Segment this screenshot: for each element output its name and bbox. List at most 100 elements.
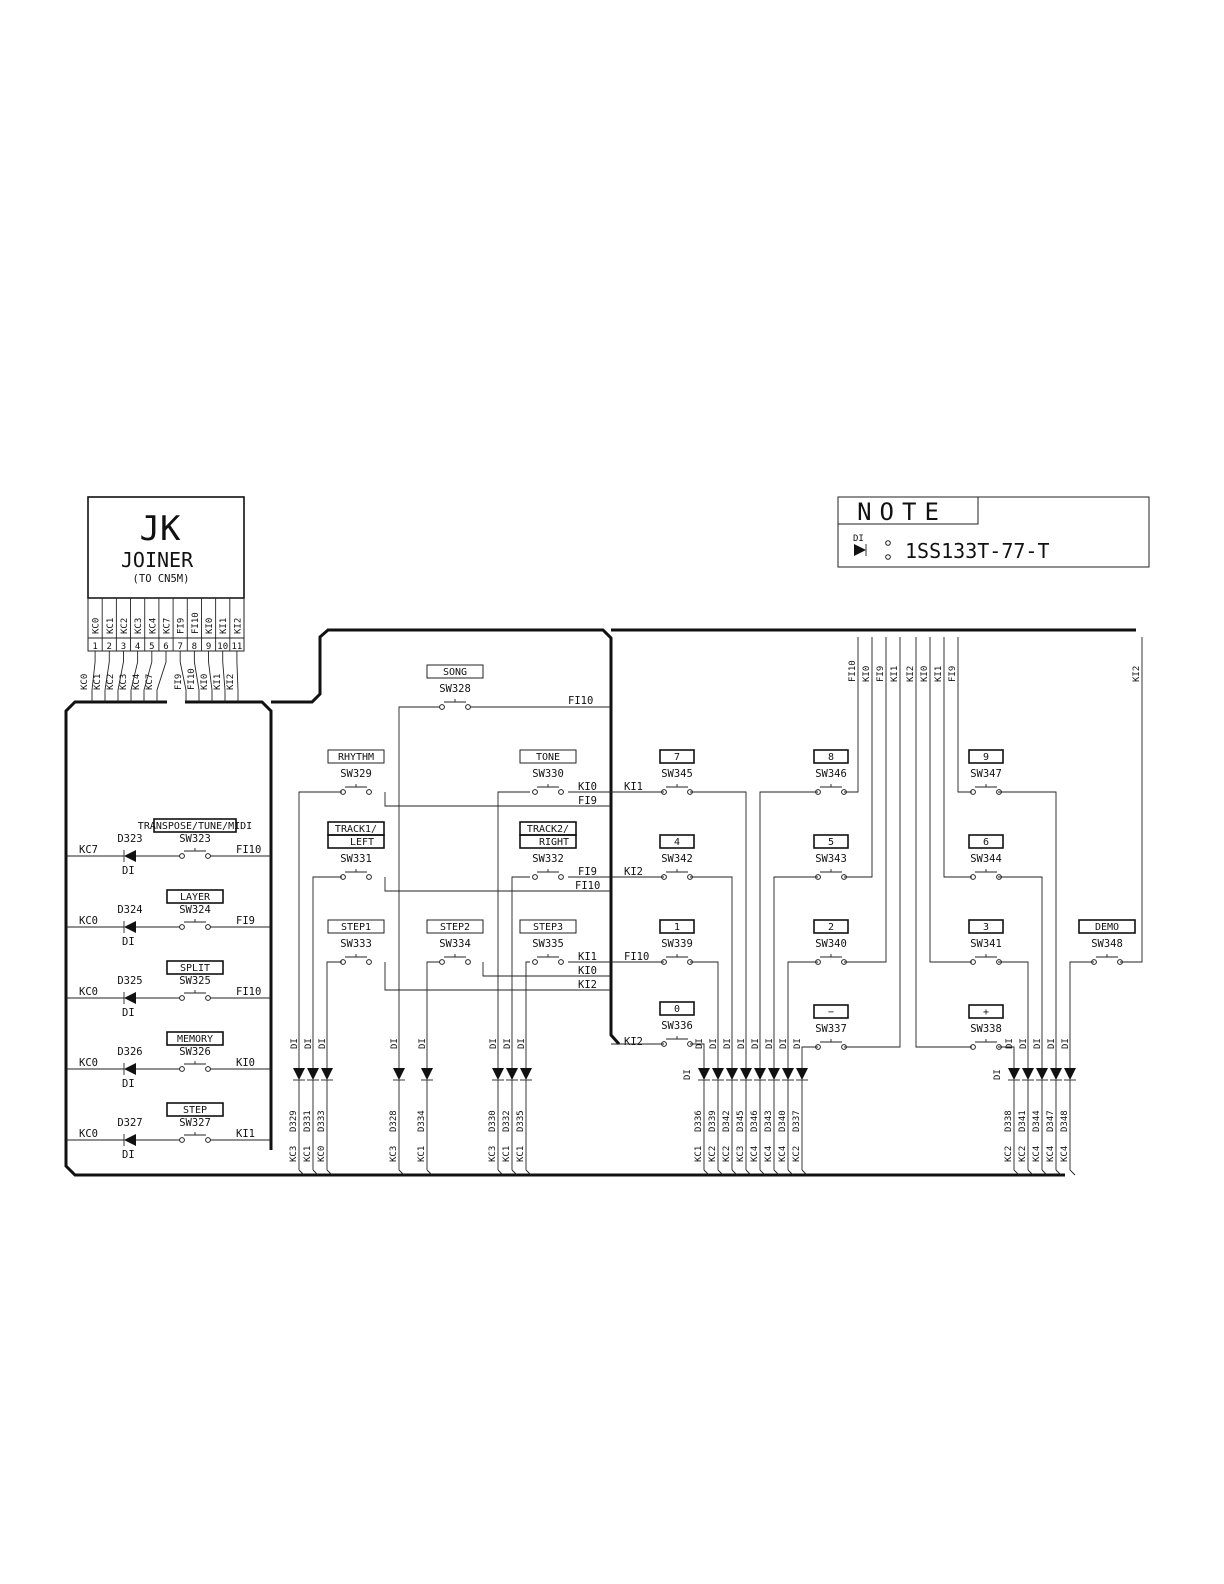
- diode-type-label: DI: [318, 1038, 328, 1049]
- bus-labels: FI10 KI0 FI9 KI1 FI9 FI10 KI2 KI1 KI0 KI…: [568, 660, 1142, 1048]
- right-signal: KI1: [236, 1128, 255, 1140]
- joiner-pin-wire: [179, 651, 187, 702]
- switch-ref: SW329: [340, 768, 372, 780]
- bus-track-fi10: FI10: [575, 880, 600, 892]
- diode-ref: D336: [694, 1110, 704, 1132]
- button-frame: [659, 834, 695, 849]
- button-frame: [166, 889, 224, 904]
- top-bus-label: KI2: [906, 666, 916, 682]
- button-frame: [153, 818, 237, 833]
- note-part-number: 1SS133T-77-T: [905, 539, 1050, 563]
- joiner-wire-label: KI2: [226, 674, 236, 690]
- diode-icon: [796, 1068, 808, 1080]
- switch-contact: [179, 853, 185, 859]
- diode-type-label: DI: [737, 1038, 747, 1049]
- left-signal: KC0: [79, 1057, 98, 1069]
- joiner-pin-wire: [130, 651, 139, 702]
- button-label: SONG: [443, 667, 467, 678]
- diode-icon: [754, 1068, 766, 1080]
- diode-signal: KC2: [792, 1146, 802, 1162]
- diode-signal: KC1: [303, 1146, 313, 1162]
- joiner-pin-number: 5: [149, 642, 154, 652]
- diode-type-label: DI: [390, 1038, 400, 1049]
- button-frame: [968, 749, 1004, 764]
- button-frame: [813, 1004, 849, 1019]
- diode-signal: KC0: [317, 1146, 327, 1162]
- diode-icon: [698, 1068, 710, 1080]
- diode-signal: KC1: [694, 1146, 704, 1162]
- switch-ref: SW345: [661, 768, 693, 780]
- middle-board-outline: [271, 628, 621, 1045]
- diode-ref: D328: [389, 1110, 399, 1132]
- button-label: STEP1: [341, 922, 371, 933]
- switch-contact: [532, 874, 538, 880]
- diode-signal: KC4: [1060, 1146, 1070, 1162]
- diode-ref: D343: [764, 1110, 774, 1132]
- switch-ref: SW335: [532, 938, 564, 950]
- diode-type-label: DI: [1033, 1038, 1043, 1049]
- switch-ref: SW347: [970, 768, 1002, 780]
- joiner-pin-number: 10: [217, 642, 228, 652]
- diode-icon: [782, 1068, 794, 1080]
- button-label: DEMO: [1095, 922, 1119, 933]
- joiner-pin-number: 3: [121, 642, 126, 652]
- diode-type-label: DI: [489, 1038, 499, 1049]
- button-frame: [968, 1004, 1004, 1019]
- diode-arrays: DID329KC3DID331KC1DID333KC0DID328KC3DID3…: [289, 1038, 1076, 1176]
- button-frame: [968, 919, 1004, 934]
- diode-icon: [520, 1068, 532, 1080]
- diode-ref: D325: [117, 975, 142, 987]
- switch-contact: [558, 959, 564, 965]
- diode-ref: D335: [516, 1110, 526, 1132]
- diode-ref: D347: [1046, 1110, 1056, 1132]
- matrix-wiring: [298, 637, 1143, 1072]
- switch-contact: [179, 1066, 185, 1072]
- diode-icon: [124, 992, 136, 1004]
- switch-contact: [179, 1137, 185, 1143]
- button-label-2: RIGHT: [539, 837, 569, 848]
- switch-contact: [366, 959, 372, 965]
- joiner-wire-label: KC1: [93, 674, 103, 690]
- diode-icon: [712, 1068, 724, 1080]
- keypad-switch-sw338: +SW338: [968, 1004, 1004, 1050]
- switch-contact: [439, 704, 445, 710]
- switch-ref: SW337: [815, 1023, 847, 1035]
- switch-contact: [465, 959, 471, 965]
- joiner-pin-wire: [208, 651, 213, 702]
- diode-signal: KC1: [502, 1146, 512, 1162]
- button-label: TRACK1/: [335, 824, 377, 835]
- right-signal: FI10: [236, 986, 261, 998]
- button-label: 5: [828, 837, 834, 848]
- diode-type-label: DI: [793, 1038, 803, 1049]
- diode-symbol-icon: [854, 544, 866, 556]
- diode-type-label: DI: [517, 1038, 527, 1049]
- button-label: TONE: [536, 752, 560, 763]
- diode-ref: D330: [488, 1110, 498, 1132]
- note-title: NOTE: [857, 498, 947, 526]
- keypad-switches: 7SW3458SW3469SW3474SW3425SW3436SW3441SW3…: [659, 749, 1136, 1050]
- diode-ref: D333: [317, 1110, 327, 1132]
- joiner-wire-label: KI0: [200, 674, 210, 690]
- diode-signal: KC2: [1018, 1146, 1028, 1162]
- diode-signal: KC4: [1046, 1146, 1056, 1162]
- diode-ref: D326: [117, 1046, 142, 1058]
- joiner-pin-number: 2: [107, 642, 112, 652]
- switch-contact: [205, 1066, 211, 1072]
- joiner-pin-wire: [91, 651, 96, 702]
- diode-type-label: DI: [290, 1038, 300, 1049]
- joiner-pin-signal: KI2: [233, 618, 243, 634]
- joiner-pin-number: 4: [135, 642, 140, 652]
- diode-signal: KC3: [488, 1146, 498, 1162]
- button-frame: [519, 919, 577, 934]
- switch-ref: SW325: [179, 975, 211, 987]
- button-frame: [166, 1102, 224, 1117]
- switch-contact: [205, 853, 211, 859]
- button-frame: [813, 919, 849, 934]
